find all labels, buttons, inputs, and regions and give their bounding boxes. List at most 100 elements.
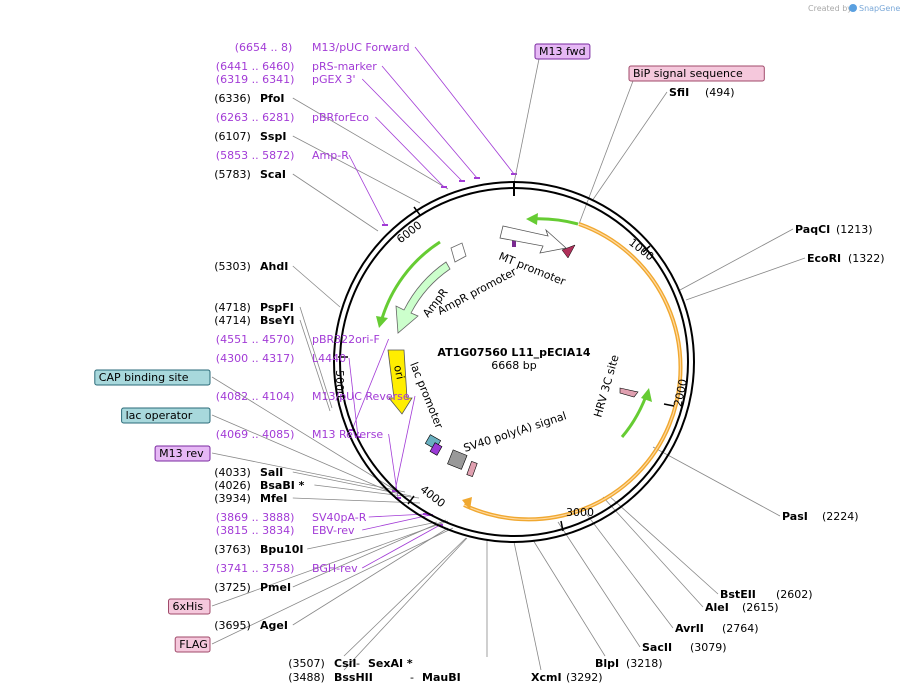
left-label-name-19: BsaBI * <box>260 479 305 492</box>
bottom-pos-2: (3292) <box>566 671 603 684</box>
snapgene-logo-icon <box>849 4 857 12</box>
left-label-range-1: (6441 .. 6460) <box>216 60 295 73</box>
leader-right-9 <box>557 521 641 648</box>
bottom-partner-1: MauBI <box>422 671 461 684</box>
left-label-name-27: AgeI <box>260 619 288 632</box>
credit: Created by SnapGene <box>808 4 900 13</box>
leader-right-4 <box>685 257 806 301</box>
left-label-range-10: (4714) <box>214 314 251 327</box>
left-label-25: (3725)PmeI <box>214 581 291 594</box>
leader-left-17 <box>211 452 406 493</box>
leader-left-15 <box>211 414 394 494</box>
left-label-range-25: (3725) <box>214 581 251 594</box>
left-label-name-4: pBRforEco <box>312 111 369 124</box>
bottom-label-0: (3507)CsiI-SexAI * <box>288 657 413 670</box>
left-label-range-5: (6107) <box>214 130 251 143</box>
plasmid-name: AT1G07560 L11_pECIA14 <box>437 346 590 359</box>
left-label-range-18: (4033) <box>214 466 251 479</box>
right-pos-6: (2602) <box>776 588 813 601</box>
left-label-21: (3869 .. 3888)SV40pA-R <box>216 511 367 524</box>
leader-left-18 <box>292 471 412 497</box>
leader-left-0 <box>414 46 515 175</box>
left-label-name-2: pGEX 3' <box>312 73 356 86</box>
left-label-name-22: EBV-rev <box>312 524 355 537</box>
right-name-8: AvrII <box>675 622 704 635</box>
left-label-range-4: (6263 .. 6281) <box>216 111 295 124</box>
left-label-range-6: (5853 .. 5872) <box>216 149 295 162</box>
leader-left-21 <box>368 513 427 518</box>
mark-hrv <box>619 387 639 398</box>
left_labels-box-28 <box>174 636 211 653</box>
right-name-2: SfiI <box>669 86 689 99</box>
left-label-name-7: ScaI <box>260 168 286 181</box>
bottom-pos-3: (3218) <box>626 657 663 670</box>
left-label-name-3: PfoI <box>260 92 285 105</box>
leader-left-6 <box>348 154 386 226</box>
left-label-7: (5783)ScaI <box>214 168 286 181</box>
leader-left-13 <box>211 376 401 494</box>
left-label-range-19: (4026) <box>214 479 251 492</box>
left-label-0: (6654 .. 8) M13/pUC Forward <box>235 41 410 54</box>
orange-arc-arrow-icon <box>462 497 472 510</box>
credit-brand: SnapGene <box>859 4 900 13</box>
left_labels-box-label-17: M13 rev <box>159 447 204 460</box>
right-pos-3: (1213) <box>836 223 873 236</box>
leader-right-7 <box>602 496 704 608</box>
left-label-range-9: (4718) <box>214 301 251 314</box>
right-label-9: SacII(3079) <box>642 641 727 654</box>
leader-left-7 <box>292 173 379 232</box>
left-label-1: (6441 .. 6460)pRS-marker <box>216 60 378 73</box>
left-label-name-9: PspFI <box>260 301 294 314</box>
left-label-name-0: M13/pUC Forward <box>312 41 410 54</box>
tick-2000 <box>663 403 675 407</box>
green-feature-left <box>379 240 441 323</box>
leader-bottom-3 <box>532 539 606 657</box>
left-label-range-8: (5303) <box>214 260 251 273</box>
bottom-name-0: CsiI <box>334 657 356 670</box>
right-label-7: AleI(2615) <box>705 601 779 614</box>
left-label-name-24: BGH-rev <box>312 562 358 575</box>
ampr-promoter-arrow <box>450 242 467 263</box>
green-feature-right <box>620 395 648 438</box>
right-name-5: PasI <box>782 510 808 523</box>
leader-left-22 <box>362 514 431 531</box>
left-label-16: (4069 .. 4085)M13 Reverse <box>216 428 384 441</box>
mark-m13rev <box>429 442 443 456</box>
leader-right-1 <box>578 80 634 225</box>
right-pos-9: (3079) <box>690 641 727 654</box>
left_labels-box-15 <box>121 407 211 424</box>
tick-1000 <box>642 245 651 253</box>
left-label-name-5: SspI <box>260 130 286 143</box>
mark-flag <box>466 461 478 477</box>
leader-right-6 <box>607 494 719 595</box>
left-label-4: (6263 .. 6281) pBRforEco <box>216 111 369 124</box>
leader-left-10 <box>299 319 331 412</box>
bottom-name-2: XcmI <box>531 671 562 684</box>
leader-bottom-0 <box>343 537 467 657</box>
left-label-19: (4026) BsaBI * <box>214 479 304 492</box>
leader-right-3 <box>679 228 794 291</box>
ring-marks <box>424 231 639 477</box>
bottom-label-1: (3488)BssHII-MauBI <box>288 671 460 684</box>
right-name-4: EcoRI <box>807 252 841 265</box>
left-label-range-22: (3815 .. 3834) <box>216 524 295 537</box>
left-label-range-11: (4551 .. 4570) <box>216 333 295 346</box>
bottom-dash-0: - <box>356 657 360 670</box>
leader-bottom-1 <box>343 537 468 671</box>
leader-left-23 <box>307 521 438 550</box>
left-label-name-6: Amp-R <box>312 149 349 162</box>
ori-label: ori <box>391 364 407 381</box>
left-label-10: (4714)BseYI <box>214 314 294 327</box>
leader-left-8 <box>292 265 341 308</box>
left-label-name-18: SalI <box>260 466 283 479</box>
leader-left-27 <box>292 527 449 626</box>
bottom-label-2: XcmI (3292) <box>531 671 603 684</box>
mark-sv40 <box>447 449 468 470</box>
right-pos-4: (1322) <box>848 252 885 265</box>
left-label-range-0: (6654 .. 8) <box>235 41 293 54</box>
leader-left-14 <box>394 395 416 492</box>
right-name-3: PaqCI <box>795 223 830 236</box>
left-label-14: (4082 .. 4104)M13/pUC Reverse <box>216 390 410 403</box>
green-right-arrow-icon <box>641 388 652 402</box>
